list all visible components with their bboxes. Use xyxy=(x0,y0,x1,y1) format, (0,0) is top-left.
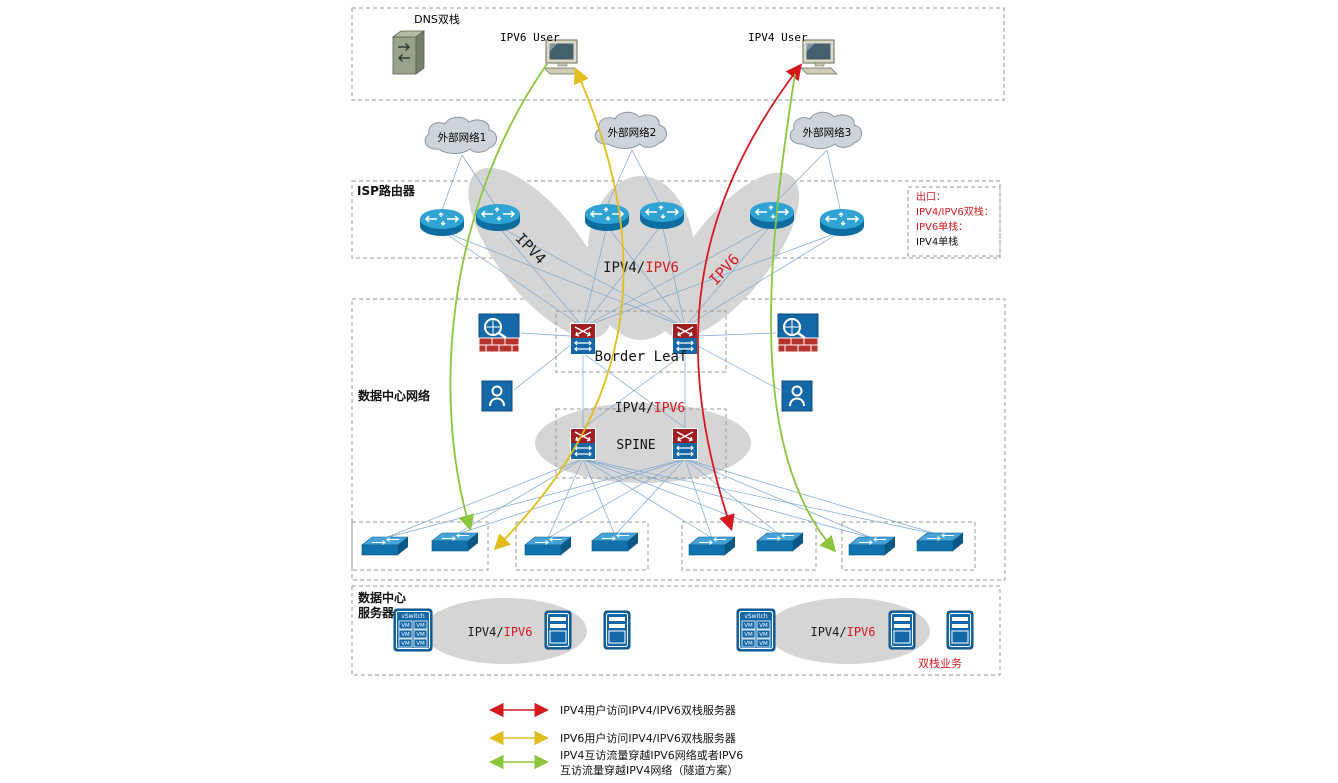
vm-label: VM xyxy=(416,641,425,647)
exit-legend-line-1: 出口： xyxy=(916,190,946,203)
isp-router-icon xyxy=(585,204,629,231)
isp-section-label: ISP路由器 xyxy=(357,183,416,198)
server-right-dualstack-label: IPV4/IPV6 xyxy=(810,625,875,639)
vm-label: VM xyxy=(744,623,753,629)
isp-router-icon xyxy=(750,202,794,229)
core-dualstack-label-red: IPV6 xyxy=(654,401,685,416)
leaf-switch-icon xyxy=(917,533,963,551)
external-network-3-label: 外部网络3 xyxy=(803,126,852,139)
leaf-switch-icon xyxy=(592,533,638,551)
load-balancer-left-icon xyxy=(482,381,512,411)
dns-label: DNS双栈 xyxy=(414,12,460,26)
ipv6-user-computer-icon xyxy=(544,40,580,74)
vm-label: VM xyxy=(759,623,768,629)
isp-router-icon xyxy=(420,209,464,236)
dns-server-icon xyxy=(393,31,424,74)
isp-router-icon xyxy=(820,209,864,236)
dualstack-blob-label-red: IPV6 xyxy=(645,260,679,276)
exit-legend-line-3: IPV6单栈： xyxy=(916,220,968,233)
dual-stack-service-label: 双栈业务 xyxy=(918,656,962,670)
vswitch-label: vSwitch xyxy=(401,613,425,620)
leaf-switch-icon xyxy=(432,533,478,551)
isp-router-icon xyxy=(476,204,520,231)
vswitch-label: vSwitch xyxy=(744,613,768,620)
exit-legend-line-4: IPV4单栈 xyxy=(916,235,958,248)
spine-switch-icon xyxy=(672,428,698,460)
flow-legend: IPV4用户访问IPV4/IPV6双栈服务器 IPV6用户访问IPV4/IPV6… xyxy=(492,703,743,777)
server-right-label-red: IPV6 xyxy=(847,625,876,639)
border-leaf-label: Border Leaf xyxy=(595,349,688,365)
legend-yellow-text: IPV6用户访问IPV4/IPV6双栈服务器 xyxy=(560,731,736,745)
server-icon xyxy=(889,611,915,649)
vswitch-right-icon: vSwitch VM VM VM VM VM VM xyxy=(737,609,775,651)
dc-servers-section-label-2: 服务器 xyxy=(358,605,395,620)
external-network-2-label: 外部网络2 xyxy=(608,126,657,139)
vswitch-left-icon: vSwitch VM VM VM VM VM VM xyxy=(394,609,432,651)
core-dualstack-label: IPV4/IPV6 xyxy=(615,401,685,416)
legend-red-text: IPV4用户访问IPV4/IPV6双栈服务器 xyxy=(560,703,736,717)
server-icon xyxy=(545,611,571,649)
leaf-switch-icon xyxy=(362,537,408,555)
external-network-1-label: 外部网络1 xyxy=(438,131,487,144)
vm-label: VM xyxy=(401,641,410,647)
vm-label: VM xyxy=(401,632,410,638)
server-left-label-black: IPV4/ xyxy=(467,625,503,639)
load-balancer-right-icon xyxy=(782,381,812,411)
vm-label: VM xyxy=(416,623,425,629)
vm-label: VM xyxy=(744,632,753,638)
dc-network-section-label: 数据中心网络 xyxy=(358,388,430,403)
vm-label: VM xyxy=(401,623,410,629)
vm-label: VM xyxy=(744,641,753,647)
border-leaf-switch-icon xyxy=(570,323,596,355)
server-right-label-black: IPV4/ xyxy=(810,625,846,639)
legend-green-text-2: 互访流量穿越IPV4网络（隧道方案） xyxy=(560,763,738,777)
dualstack-blob-label: IPV4/IPV6 xyxy=(603,260,679,276)
leaf-switch-icon xyxy=(525,537,571,555)
server-icon xyxy=(604,611,630,649)
dc-servers-section-label-1: 数据中心 xyxy=(358,590,406,605)
leaf-switch-icon xyxy=(849,537,895,555)
leaf-switch-icon xyxy=(689,537,735,555)
vm-label: VM xyxy=(416,632,425,638)
exit-legend: 出口： IPV4/IPV6双栈： IPV6单栈： IPV4单栈 xyxy=(916,190,994,248)
legend-green-text-1: IPV4互访流量穿越IPV6网络或者IPV6 xyxy=(560,748,743,762)
server-left-label-red: IPV6 xyxy=(504,625,533,639)
ipv4-user-computer-icon xyxy=(801,40,837,74)
core-dualstack-label-black: IPV4/ xyxy=(615,401,654,416)
exit-legend-line-2: IPV4/IPV6双栈： xyxy=(916,205,994,218)
firewall-left-icon xyxy=(479,314,519,352)
vm-label: VM xyxy=(759,641,768,647)
isp-router-icon xyxy=(640,202,684,229)
firewall-right-icon xyxy=(778,314,818,352)
ipv6-user-label: IPV6 User xyxy=(500,31,560,44)
vm-label: VM xyxy=(759,632,768,638)
leaf-switch-icon xyxy=(757,533,803,551)
ipv4-user-label: IPV4 User xyxy=(748,31,808,44)
server-left-dualstack-label: IPV4/IPV6 xyxy=(467,625,532,639)
spine-label: SPINE xyxy=(616,438,655,453)
server-icon xyxy=(947,611,973,649)
